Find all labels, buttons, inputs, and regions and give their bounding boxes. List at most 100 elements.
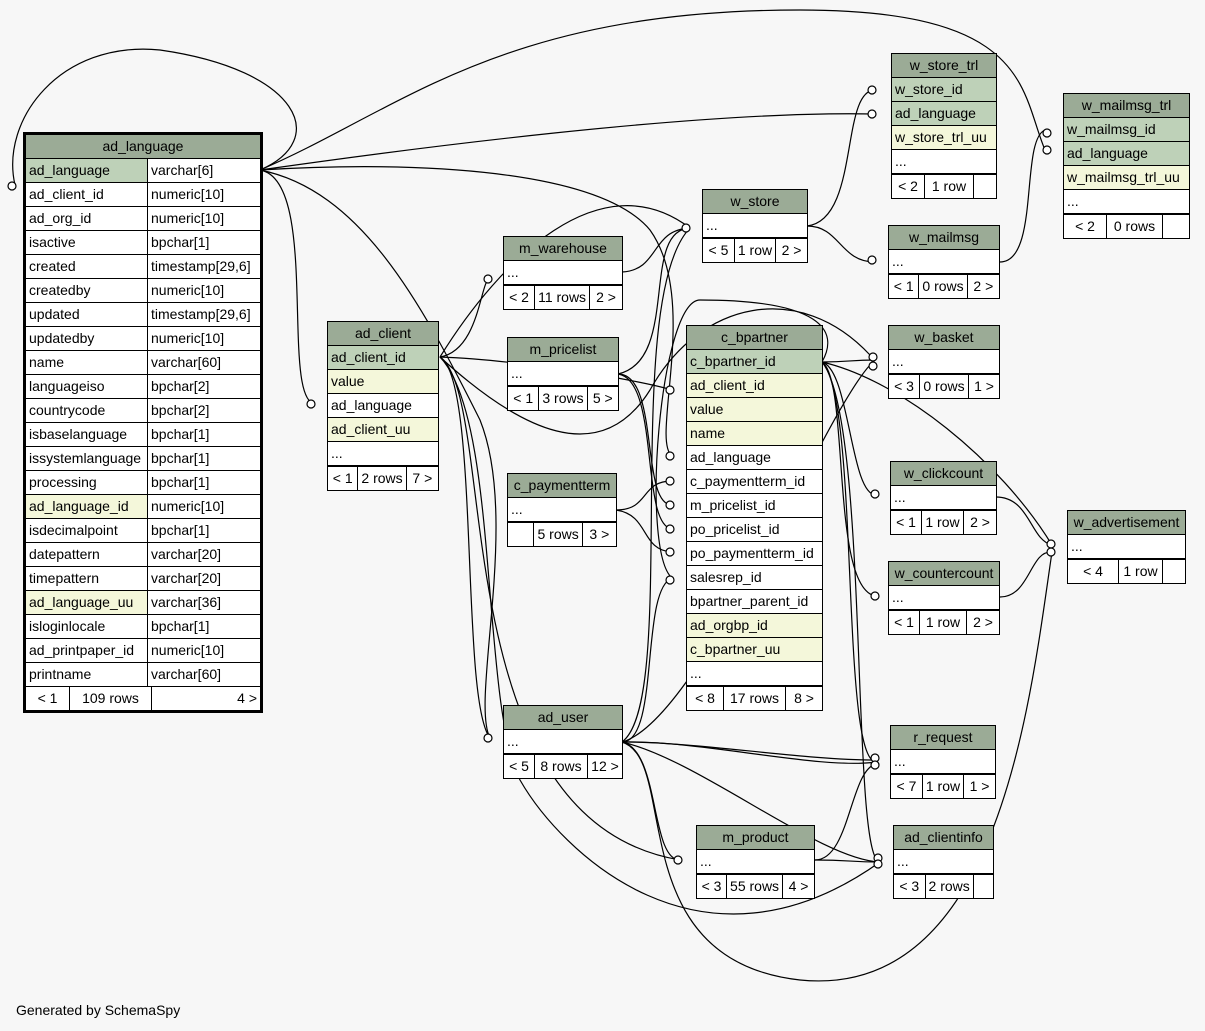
children-link[interactable]: 5 > <box>592 390 613 406</box>
parents-link[interactable]: < 5 <box>703 239 735 262</box>
row-count: 2 rows <box>926 875 974 898</box>
column-name: ... <box>690 665 702 681</box>
children-link[interactable]: 7 > <box>412 470 433 486</box>
parents-link[interactable]: < 1 <box>508 387 540 410</box>
table-title: w_mailmsg_trl <box>1064 94 1189 118</box>
children-link[interactable]: 2 > <box>596 289 616 305</box>
children-link[interactable]: 4 > <box>237 690 257 706</box>
table-c-paymentterm[interactable]: c_paymentterm... 5 rows 3 > <box>507 473 617 547</box>
column-name: ad_orgbp_id <box>690 617 768 633</box>
row-count: 2 rows <box>358 467 407 490</box>
column-name: isactive <box>29 234 76 250</box>
column-row: salesrep_id <box>687 566 822 590</box>
children-link[interactable] <box>1163 215 1189 238</box>
column-row: m_pricelist_id <box>687 494 822 518</box>
row-count: 8 rows <box>535 755 588 778</box>
column-name: c_paymentterm_id <box>690 473 806 489</box>
table-footer: < 1 109 rows 4 > <box>26 686 260 710</box>
column-name: c_bpartner_id <box>690 353 776 369</box>
parents-link[interactable]: < 1 <box>889 611 920 634</box>
column-type: varchar[20] <box>147 543 260 566</box>
parents-link[interactable]: < 3 <box>894 875 926 898</box>
column-name: ad_language <box>1067 145 1148 161</box>
table-title: w_clickcount <box>891 462 996 486</box>
children-link[interactable]: 4 > <box>788 878 809 894</box>
children-link[interactable]: 1 > <box>969 778 990 794</box>
children-link[interactable]: 2 > <box>781 242 802 258</box>
column-name: updated <box>29 306 80 322</box>
table-title: c_paymentterm <box>508 474 616 498</box>
children-link[interactable] <box>1163 560 1185 583</box>
more-columns: ... <box>703 214 807 238</box>
table-title: c_bpartner <box>687 326 822 350</box>
column-row: po_paymentterm_id <box>687 542 822 566</box>
children-link[interactable]: 2 > <box>973 278 994 294</box>
parents-link[interactable]: < 1 <box>26 687 70 710</box>
table-title: w_advertisement <box>1068 511 1185 535</box>
children-link[interactable]: 12 > <box>591 758 619 774</box>
children-link[interactable]: 8 > <box>794 690 814 706</box>
parents-link[interactable]: < 3 <box>889 375 920 398</box>
parents-link[interactable]: < 1 <box>891 511 922 534</box>
parents-link[interactable]: < 2 <box>892 175 925 198</box>
table-title: ad_client <box>328 322 438 346</box>
parents-link[interactable]: < 2 <box>504 286 536 309</box>
column-name: created <box>29 258 76 274</box>
column-row: ad_language <box>328 394 438 418</box>
table-title: w_store_trl <box>892 54 996 78</box>
column-type: varchar[60] <box>147 663 260 686</box>
column-name: ad_language <box>26 159 147 182</box>
column-name: name <box>690 425 726 441</box>
parents-link[interactable]: < 3 <box>697 875 728 898</box>
children-link[interactable]: 2 > <box>970 514 990 530</box>
children-link[interactable]: 2 > <box>973 614 993 630</box>
children-link[interactable]: 3 > <box>589 526 610 542</box>
row-count: 3 rows <box>539 387 588 410</box>
children-link[interactable]: 1 > <box>974 378 994 394</box>
column-name: ... <box>511 501 523 517</box>
parents-link[interactable]: < 2 <box>1064 215 1107 238</box>
children-link[interactable] <box>974 875 993 898</box>
column-type: timestamp[29,6] <box>147 255 260 278</box>
row-count: 5 rows <box>534 523 583 546</box>
parents-link[interactable]: < 1 <box>889 275 920 298</box>
children-link[interactable] <box>974 175 996 198</box>
parents-link[interactable]: < 7 <box>891 775 923 798</box>
parents-link[interactable]: < 1 <box>328 467 359 490</box>
row-count: 1 row <box>922 511 964 534</box>
column-name: ad_client_uu <box>331 421 411 437</box>
parents-link[interactable]: < 4 <box>1068 560 1119 583</box>
column-name: ... <box>507 733 519 749</box>
column-name: value <box>331 373 365 389</box>
parents-link[interactable] <box>508 523 535 546</box>
column-name: ... <box>892 589 904 605</box>
column-name: ad_language_id <box>26 495 147 518</box>
parents-link[interactable]: < 5 <box>504 755 535 778</box>
parents-link[interactable]: < 8 <box>687 687 724 710</box>
column-type: numeric[10] <box>147 495 260 518</box>
